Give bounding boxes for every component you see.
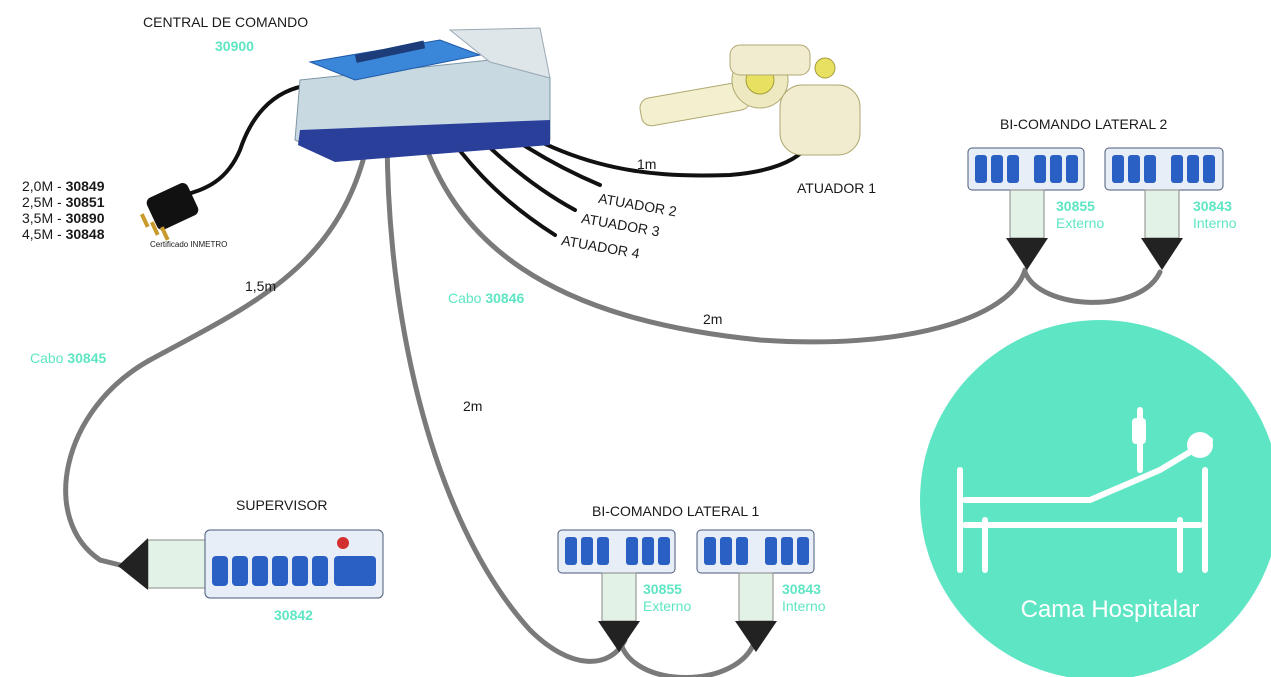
atuador1-label: ATUADOR 1 [797,180,877,196]
bicomando1-int-label: Interno [782,598,826,614]
bicomando1-ext-code: 30855 [643,581,682,597]
cable-bicomando1-link [617,637,758,677]
certification-label: Certificado INMETRO [150,240,228,249]
power-option-3: 3,5M - 30890 [22,210,105,226]
bicomando2-int-code: 30843 [1193,198,1232,214]
cable-bicomando1 [384,92,628,664]
bicomando1-title: BI-COMANDO LATERAL 1 [592,503,760,519]
central-title: CENTRAL DE COMANDO [143,14,309,30]
power-cable-options: 2,0M - 30849 2,5M - 30851 3,5M - 30890 4… [22,178,105,242]
bicomando2-title: BI-COMANDO LATERAL 2 [1000,116,1168,132]
supervisor-cable-length: 1,5m [245,278,277,294]
actuator-1 [639,44,861,156]
supervisor-device [118,529,384,599]
cable-bicomando2 [409,92,1028,345]
atuador1-length: 1m [637,156,657,172]
bed-label: Cama Hospitalar [1020,596,1200,623]
cable-30846-label: Cabo 30846 [448,290,525,306]
power-option-4: 4,5M - 30848 [22,226,105,242]
power-option-2: 2,5M - 30851 [22,194,105,210]
cable-power [183,83,312,197]
bicomando2-int-label: Interno [1193,215,1237,231]
power-option-1: 2,0M - 30849 [22,178,105,194]
bicomando1-cable-length: 2m [463,398,483,414]
power-plug [139,183,199,241]
cable-30845-label: Cabo 30845 [30,350,107,366]
bicomando2-cable-length: 2m [703,311,723,327]
bicomando2-device [967,147,1224,270]
bicomando1-ext-label: Externo [643,598,692,614]
bicomando1-device [557,529,815,652]
cable-supervisor [63,92,378,568]
bed-circle [920,320,1271,677]
cable-bicomando2-link [1022,269,1163,305]
supervisor-title: SUPERVISOR [236,497,328,513]
bicomando2-ext-label: Externo [1056,215,1105,231]
bicomando2-ext-code: 30855 [1056,198,1095,214]
central-code: 30900 [215,38,254,54]
central-box [294,27,551,162]
supervisor-code: 30842 [274,607,313,623]
bicomando1-int-code: 30843 [782,581,821,597]
gray-cables [63,92,1163,677]
